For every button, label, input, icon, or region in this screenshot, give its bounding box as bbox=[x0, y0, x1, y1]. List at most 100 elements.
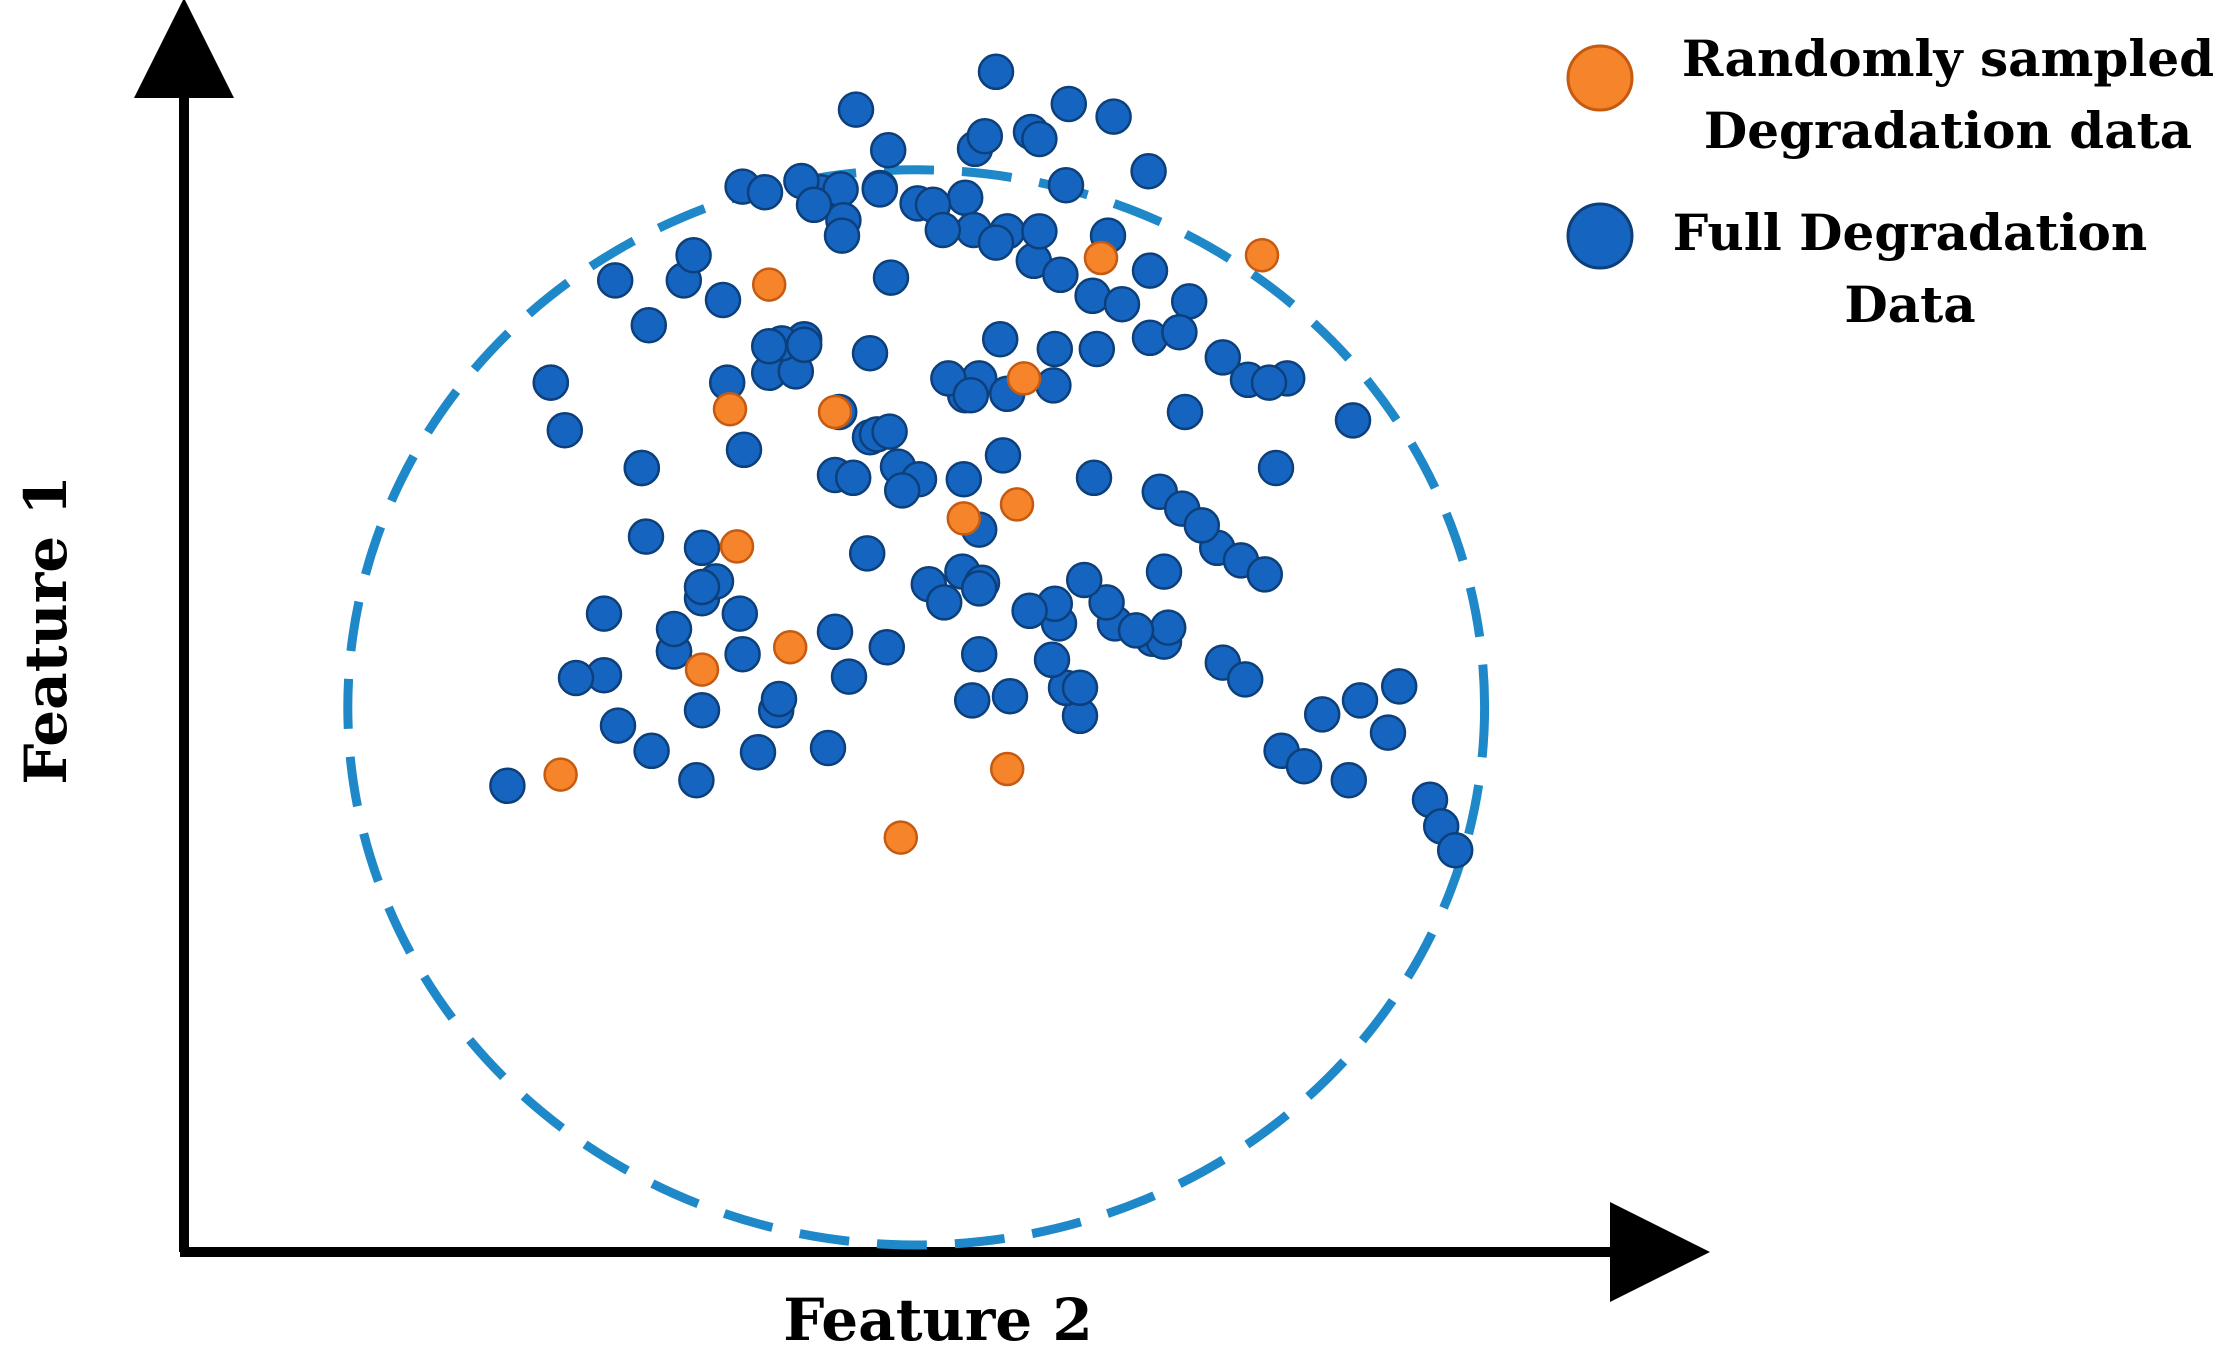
full-point-150 bbox=[1050, 85, 1088, 123]
full-point-90 bbox=[1033, 641, 1071, 679]
legend-sampled-label-line1: Randomly sampled bbox=[1682, 29, 2214, 88]
full-point-63 bbox=[585, 595, 623, 632]
full-point-68 bbox=[683, 568, 721, 606]
sampled-point-6 bbox=[817, 394, 853, 430]
legend-full-label-line1: Full Degradation bbox=[1673, 203, 2147, 262]
full-point-143 bbox=[924, 211, 962, 249]
full-point-149 bbox=[977, 53, 1015, 91]
full-point-19 bbox=[1161, 313, 1198, 351]
full-point-50 bbox=[1285, 747, 1323, 785]
legend: Randomly sampled Degradation data Full D… bbox=[1566, 29, 2214, 334]
full-point-48 bbox=[1226, 661, 1264, 698]
full-point-23 bbox=[1250, 364, 1288, 401]
full-point-101 bbox=[960, 570, 998, 607]
sampled-point-4 bbox=[999, 487, 1035, 522]
full-point-126 bbox=[981, 320, 1019, 358]
full-point-144 bbox=[869, 131, 907, 169]
full-point-76 bbox=[678, 761, 715, 799]
full-point-140 bbox=[795, 186, 833, 224]
sampled-point-2 bbox=[1244, 237, 1280, 273]
full-point-89 bbox=[1061, 669, 1099, 707]
full-point-141 bbox=[823, 217, 861, 254]
full-point-20 bbox=[1204, 339, 1242, 376]
full-point-24 bbox=[1166, 393, 1204, 431]
full-point-152 bbox=[1021, 120, 1058, 158]
full-point-5 bbox=[1131, 252, 1169, 289]
full-point-124 bbox=[1036, 330, 1074, 368]
full-point-29 bbox=[725, 431, 763, 469]
full-point-81 bbox=[830, 658, 868, 695]
full-point-95 bbox=[1149, 609, 1187, 646]
full-point-72 bbox=[599, 707, 637, 744]
sampled-point-13 bbox=[883, 820, 919, 855]
sampled-point-3 bbox=[1006, 361, 1042, 396]
full-point-139 bbox=[746, 173, 784, 211]
full-point-108 bbox=[883, 472, 921, 509]
full-degradation-points bbox=[489, 53, 1474, 869]
full-point-74 bbox=[633, 732, 670, 770]
full-point-153 bbox=[1130, 152, 1167, 190]
full-point-119 bbox=[872, 259, 910, 296]
data-boundary-ellipse bbox=[343, 165, 1490, 1250]
sampled-point-9 bbox=[543, 757, 578, 792]
sampled-point-1 bbox=[1083, 240, 1119, 276]
full-point-26 bbox=[546, 411, 584, 449]
full-point-78 bbox=[739, 733, 777, 771]
full-point-117 bbox=[675, 236, 712, 274]
full-point-103 bbox=[1011, 592, 1048, 630]
full-point-104 bbox=[1065, 561, 1103, 599]
full-point-25 bbox=[1334, 402, 1372, 439]
full-point-125 bbox=[1078, 330, 1116, 368]
sampled-point-12 bbox=[989, 751, 1025, 787]
full-point-118 bbox=[750, 327, 788, 365]
full-point-109 bbox=[834, 459, 872, 497]
sampled-point-8 bbox=[684, 652, 720, 687]
full-point-37 bbox=[984, 437, 1022, 474]
full-point-62 bbox=[627, 518, 665, 555]
full-point-53 bbox=[1369, 714, 1407, 751]
sampled-point-10 bbox=[772, 629, 808, 665]
full-point-148 bbox=[837, 91, 875, 128]
full-point-85 bbox=[953, 682, 991, 719]
full-point-56 bbox=[1380, 668, 1418, 705]
full-point-51 bbox=[1330, 761, 1368, 799]
full-point-123 bbox=[1035, 367, 1072, 404]
full-point-55 bbox=[1303, 696, 1341, 733]
full-point-1 bbox=[946, 179, 984, 217]
sampled-degradation-points bbox=[543, 237, 1280, 855]
full-point-96 bbox=[1088, 584, 1125, 621]
full-point-128 bbox=[1042, 256, 1079, 294]
sampled-point-11 bbox=[946, 501, 982, 536]
full-point-114 bbox=[785, 326, 823, 364]
sampled-point-5 bbox=[719, 529, 755, 564]
full-point-75 bbox=[489, 767, 526, 805]
legend-full-label-line2: Data bbox=[1844, 275, 1975, 334]
sampled-point-0 bbox=[751, 267, 787, 302]
full-point-110 bbox=[871, 413, 908, 450]
full-point-36 bbox=[945, 460, 983, 498]
full-point-83 bbox=[868, 628, 906, 666]
legend-sampled-marker bbox=[1566, 44, 1634, 112]
y-axis-label: Feature 1 bbox=[12, 475, 80, 784]
full-point-80 bbox=[760, 680, 798, 718]
sampled-point-7 bbox=[712, 391, 748, 427]
full-point-67 bbox=[721, 595, 759, 632]
full-point-69 bbox=[655, 610, 693, 648]
full-point-39 bbox=[1257, 449, 1295, 487]
full-point-58 bbox=[1436, 831, 1474, 869]
full-point-137 bbox=[861, 171, 899, 208]
full-point-130 bbox=[1021, 213, 1058, 250]
full-point-38 bbox=[1075, 459, 1113, 497]
full-point-66 bbox=[724, 635, 761, 673]
full-point-105 bbox=[1117, 612, 1155, 649]
full-point-100 bbox=[925, 584, 963, 621]
full-point-84 bbox=[960, 635, 998, 673]
full-point-8 bbox=[596, 262, 634, 299]
full-point-10 bbox=[704, 281, 742, 319]
full-point-12 bbox=[532, 364, 570, 401]
full-point-45 bbox=[1183, 507, 1221, 544]
full-point-86 bbox=[991, 677, 1029, 715]
full-point-121 bbox=[952, 376, 990, 414]
full-point-14 bbox=[851, 334, 889, 372]
